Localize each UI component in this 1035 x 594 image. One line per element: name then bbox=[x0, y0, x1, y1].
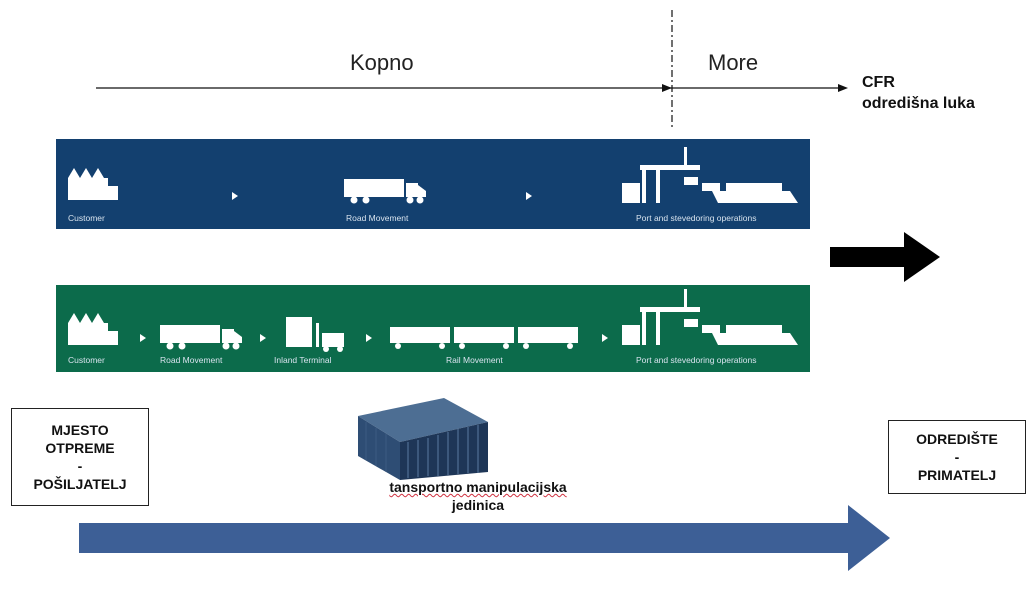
flow-arrow-icon bbox=[260, 334, 266, 342]
land-label: Kopno bbox=[350, 50, 414, 75]
factory-icon bbox=[68, 168, 118, 200]
origin-line4: POŠILJATELJ bbox=[33, 476, 127, 492]
flow-arrow-icon bbox=[140, 334, 146, 342]
step-road-movement-label: Road Movement bbox=[346, 213, 409, 223]
rail-route-band: Customer Road Movement Inland Terminal R… bbox=[56, 285, 810, 372]
container-line2: jedinica bbox=[451, 497, 505, 513]
cfr-line2: odredišna luka bbox=[862, 95, 975, 112]
destination-line1: ODREDIŠTE bbox=[916, 431, 998, 447]
main-flow-arrow bbox=[79, 505, 890, 571]
truck-icon bbox=[160, 325, 242, 350]
shipping-container-icon bbox=[358, 398, 488, 480]
right-black-arrow bbox=[830, 232, 940, 282]
step-rail-movement-label: Rail Movement bbox=[446, 355, 503, 365]
step-port-label: Port and stevedoring operations bbox=[636, 355, 757, 365]
port-crane-ship-icon bbox=[622, 289, 798, 345]
step-customer-label: Customer bbox=[68, 213, 105, 223]
container-label: tansportno manipulacijska jedinica bbox=[340, 478, 616, 514]
flow-arrow-icon bbox=[366, 334, 372, 342]
factory-icon bbox=[68, 313, 118, 345]
truck-icon bbox=[344, 179, 426, 204]
step-port-label: Port and stevedoring operations bbox=[636, 213, 757, 223]
flow-arrow-icon bbox=[602, 334, 608, 342]
road-route-band: Customer Road Movement Port and stevedor… bbox=[56, 139, 810, 229]
cfr-label: CFR odredišna luka bbox=[862, 72, 975, 114]
rail-wagons-icon bbox=[390, 327, 578, 349]
step-road-movement-label: Road Movement bbox=[160, 355, 223, 365]
flow-arrow-icon bbox=[526, 192, 532, 200]
destination-box: ODREDIŠTE - PRIMATELJ bbox=[888, 420, 1026, 494]
origin-line2: OTPREME bbox=[45, 440, 115, 456]
origin-line3: - bbox=[77, 458, 83, 474]
inland-terminal-icon bbox=[286, 317, 344, 352]
container-line1: tansportno manipulacijska bbox=[389, 479, 567, 495]
origin-box: MJESTO OTPREME - POŠILJATELJ bbox=[11, 408, 149, 506]
destination-line3: PRIMATELJ bbox=[917, 467, 997, 483]
port-crane-ship-icon bbox=[622, 147, 798, 203]
flow-arrow-icon bbox=[232, 192, 238, 200]
step-inland-terminal-label: Inland Terminal bbox=[274, 355, 332, 365]
sea-label: More bbox=[708, 50, 759, 75]
destination-line2: - bbox=[954, 449, 960, 465]
cfr-line1: CFR bbox=[862, 74, 895, 91]
origin-line1: MJESTO bbox=[51, 422, 109, 438]
step-customer-label: Customer bbox=[68, 355, 105, 365]
